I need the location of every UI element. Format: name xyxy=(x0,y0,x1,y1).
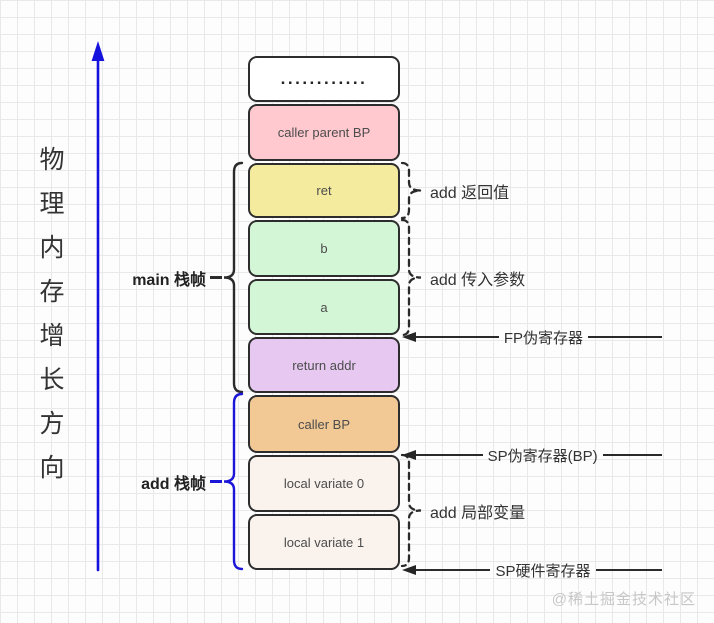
axis-char: 内 xyxy=(39,234,65,262)
arrow-up-icon xyxy=(91,41,105,61)
axis-char: 存 xyxy=(39,278,65,306)
main-frame-label: main 栈帧 xyxy=(132,266,222,290)
stack-box-local-variate-0: local variate 0 xyxy=(248,455,400,512)
arrow-left-icon xyxy=(402,565,416,575)
pointer-line xyxy=(416,568,491,572)
axis-char: 理 xyxy=(39,190,65,218)
annotation-label: add 传入参数 xyxy=(430,271,526,289)
register-pointer: SP硬件寄存器 xyxy=(402,561,662,579)
stack-box-ellipsis: ............ xyxy=(248,56,400,102)
add-frame-label: add 栈帧 xyxy=(141,470,222,494)
register-pointer: SP伪寄存器(BP) xyxy=(402,446,662,464)
pointer-line xyxy=(595,568,662,572)
annotation-label: add 局部变量 xyxy=(430,504,526,522)
add-frame-brace xyxy=(223,392,244,571)
axis-char: 方 xyxy=(39,410,65,438)
stack-box-ret: ret xyxy=(248,163,400,218)
axis-char: 物 xyxy=(39,146,65,174)
main-frame-brace xyxy=(223,161,244,394)
pointer-line xyxy=(416,335,499,339)
annotation-brace xyxy=(400,161,422,220)
register-pointer-label: FP伪寄存器 xyxy=(503,330,584,347)
stack-box-b: b xyxy=(248,220,400,277)
memory-growth-axis-label: 物理内存增长方向 xyxy=(37,0,67,623)
watermark: @稀土掘金技术社区 xyxy=(551,591,696,608)
pointer-line xyxy=(602,453,662,457)
register-pointer: FP伪寄存器 xyxy=(402,328,662,346)
stack-box-local-variate-1: local variate 1 xyxy=(248,514,400,570)
axis-char: 增 xyxy=(39,322,65,350)
arrow-left-icon xyxy=(402,332,416,342)
frame-label-text: main 栈帧 xyxy=(132,271,206,289)
pointer-line xyxy=(588,335,662,339)
connector-dash xyxy=(210,276,222,279)
axis-char: 向 xyxy=(39,454,65,482)
stack-box-caller-bp: caller BP xyxy=(248,395,400,453)
register-pointer-label: SP伪寄存器(BP) xyxy=(487,448,598,465)
register-pointer-label: SP硬件寄存器 xyxy=(495,563,591,580)
annotation-label: add 返回值 xyxy=(430,184,510,202)
stack-box-return-addr: return addr xyxy=(248,337,400,393)
frame-label-text: add 栈帧 xyxy=(141,475,206,493)
pointer-line xyxy=(416,453,483,457)
annotation-brace xyxy=(400,453,422,568)
arrow-left-icon xyxy=(402,450,416,460)
axis-char: 长 xyxy=(39,366,65,394)
stack-box-a: a xyxy=(248,279,400,335)
connector-dash xyxy=(210,480,222,483)
stack-box-caller-parent-bp: caller parent BP xyxy=(248,104,400,161)
annotation-brace xyxy=(400,218,422,337)
